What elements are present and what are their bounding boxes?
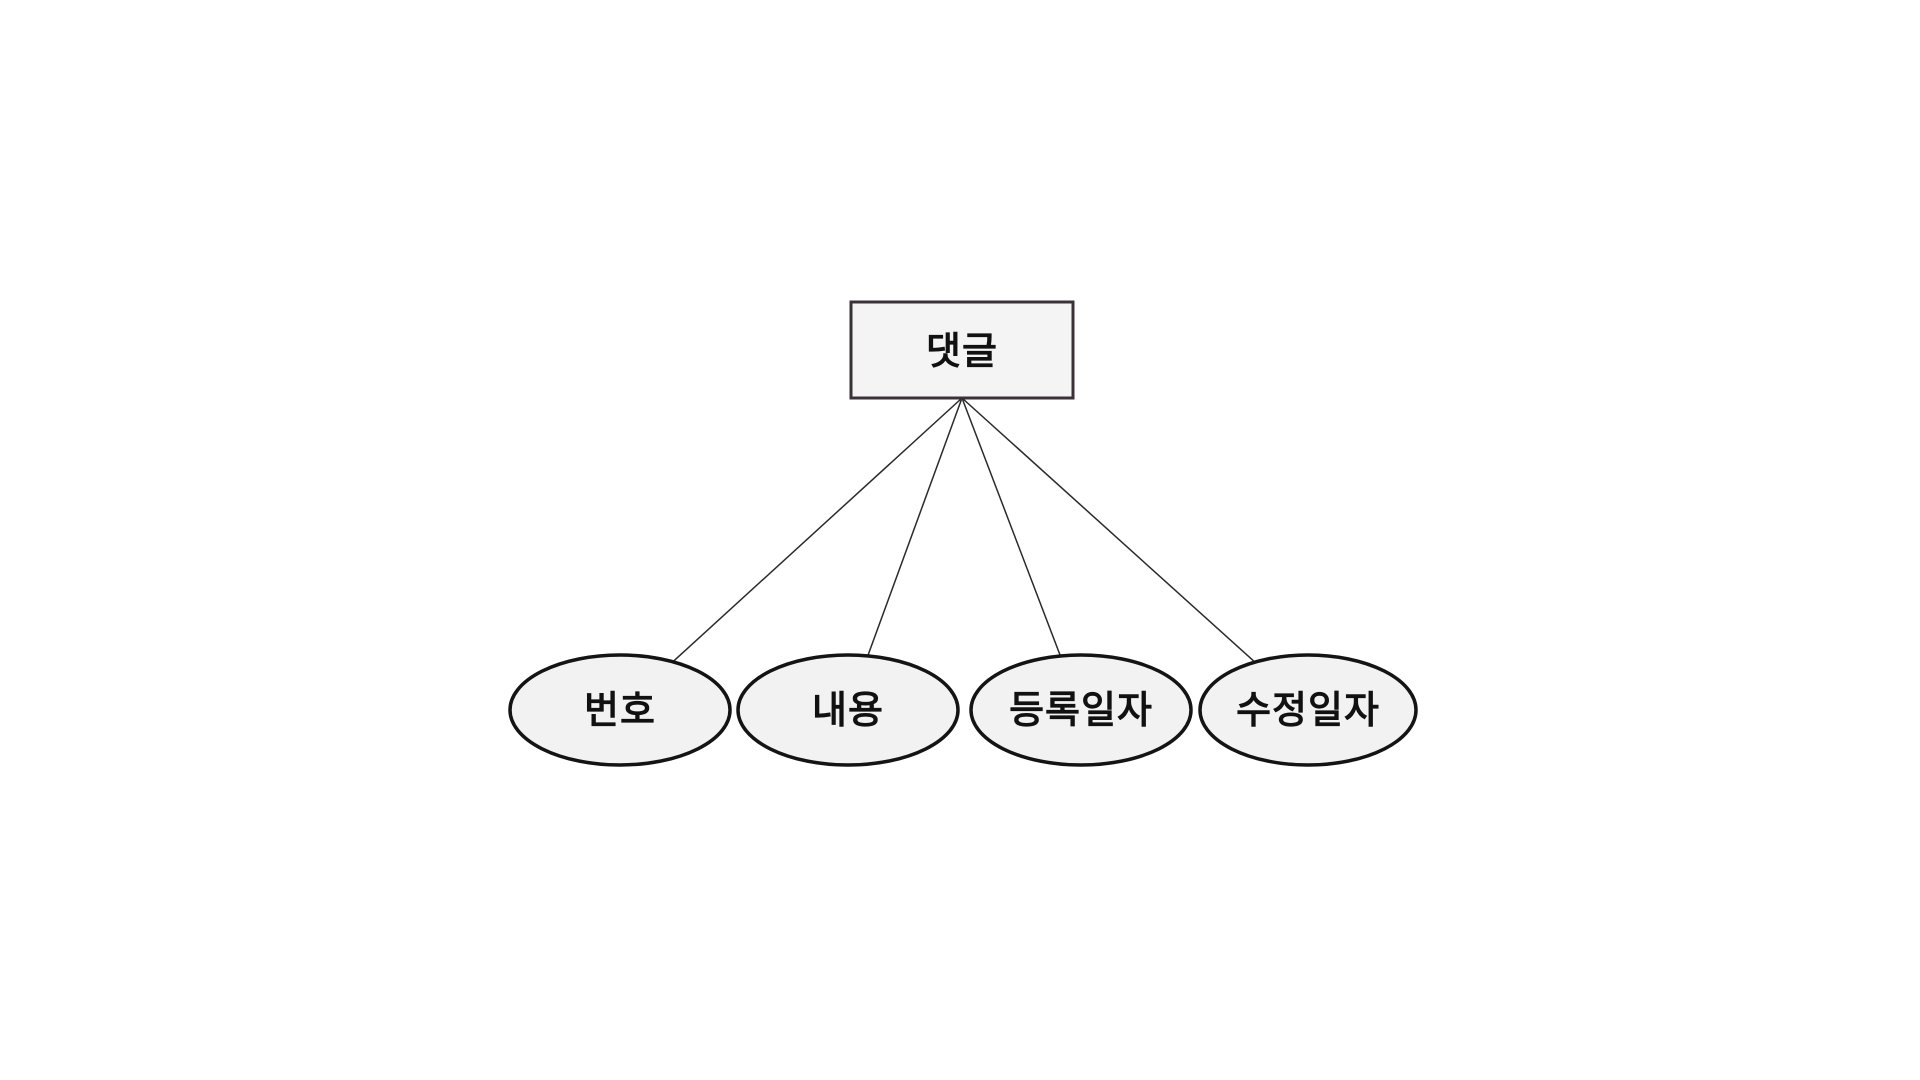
attribute-label-2: 내용: [812, 690, 884, 732]
attribute-ellipse-4: [1198, 653, 1418, 767]
attribute-ellipse-3: [969, 653, 1193, 767]
connector-line-4: [961, 397, 1309, 711]
entity-label: 댓글: [926, 331, 998, 373]
connector-line-1: [619, 397, 963, 711]
connector-lines: [619, 397, 1309, 711]
attribute-node-2: 내용: [736, 653, 960, 767]
attribute-node-1: 번호: [508, 653, 732, 767]
entity-node: 댓글: [849, 300, 1075, 400]
attribute-label-3: 등록일자: [1009, 690, 1153, 732]
attribute-label-4: 수정일자: [1236, 690, 1380, 732]
entity-rectangle: [849, 300, 1075, 400]
attribute-node-4: 수정일자: [1198, 653, 1418, 767]
attribute-label-1: 번호: [584, 690, 656, 732]
attribute-node-3: 등록일자: [969, 653, 1193, 767]
attribute-ellipse-1: [508, 653, 732, 767]
attribute-ellipse-2: [736, 653, 960, 767]
